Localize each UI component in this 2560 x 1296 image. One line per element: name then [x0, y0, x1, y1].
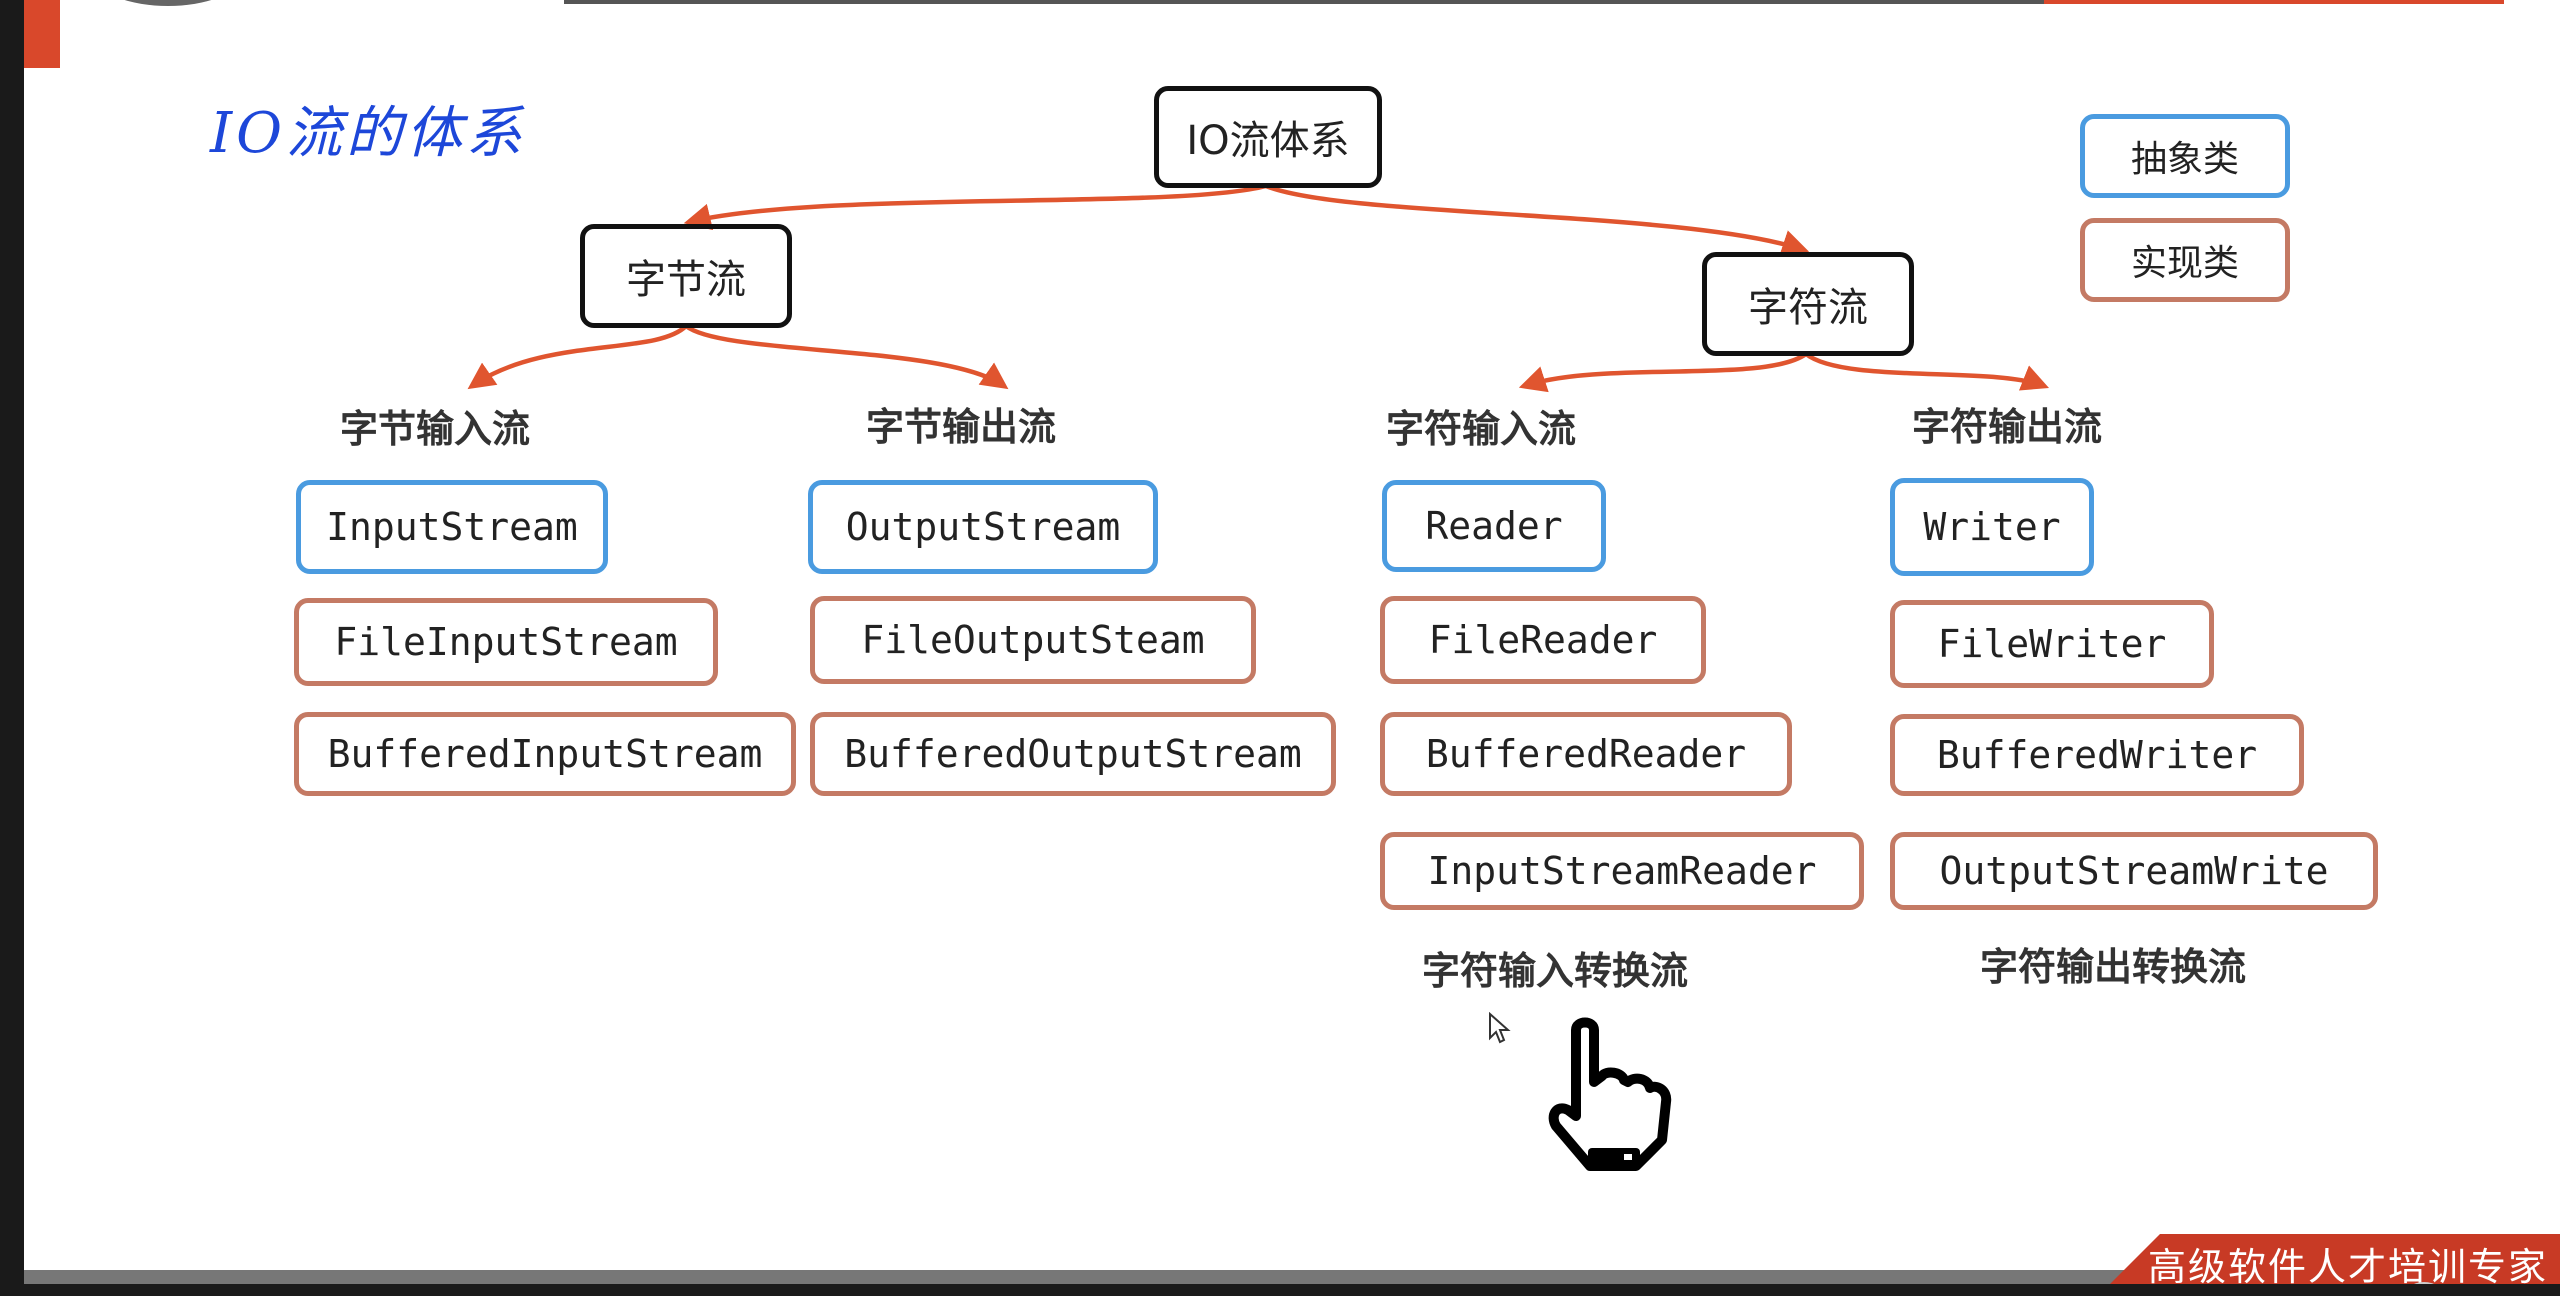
corner-accent: [24, 0, 60, 68]
page-title: IO流的体系: [210, 101, 527, 166]
footer-banner: [2100, 1234, 2560, 1284]
edge-char-output: [1804, 352, 2050, 391]
top-rule-accent: [2044, 0, 2504, 4]
mouse-pointer-icon: [1489, 1012, 1511, 1044]
category-char-input: 字符输入流: [1386, 407, 1577, 451]
legend-abstract: 抽象类: [2080, 114, 2290, 198]
footer-logo: [2404, 1282, 2444, 1284]
class-label: OutputStreamWrite: [1939, 849, 2329, 893]
class-label: InputStreamReader: [1427, 849, 1817, 893]
footer-bar: [24, 1270, 2560, 1284]
class-label: InputStream: [326, 505, 578, 549]
class-outputstreamwrite: OutputStreamWrite: [1890, 832, 2378, 910]
class-reader: Reader: [1382, 480, 1606, 572]
class-label: OutputStream: [845, 505, 1121, 549]
footer-text: 高级软件人才培训专家: [2148, 1245, 2549, 1284]
top-rule: [564, 0, 2504, 4]
class-writer: Writer: [1890, 478, 2094, 576]
edge-root-char: [1265, 183, 1810, 256]
edge-root-byte: [683, 183, 1267, 231]
class-bufferedinputstream: BufferedInputStream: [294, 712, 796, 796]
class-label: FileReader: [1428, 618, 1658, 662]
class-fileoutputsteam: FileOutputSteam: [810, 596, 1256, 684]
class-label: BufferedReader: [1425, 732, 1747, 776]
logo-fragment: [98, 0, 238, 6]
category-byte-input: 字节输入流: [340, 407, 531, 451]
class-label: FileOutputSteam: [861, 618, 1205, 662]
class-label: Writer: [1923, 505, 2061, 549]
class-filereader: FileReader: [1380, 596, 1706, 684]
class-outputstream: OutputStream: [808, 480, 1158, 574]
class-inputstream: InputStream: [296, 480, 608, 574]
edge-byte-output: [684, 324, 1009, 390]
char-stream-label: 字符流: [1748, 285, 1868, 331]
class-inputstreamreader: InputStreamReader: [1380, 832, 1864, 910]
root-label: IO流体系: [1186, 118, 1350, 164]
conversion-output-label: 字符输出转换流: [1980, 945, 2247, 989]
hand-pointer-icon: [1548, 1017, 1672, 1171]
legend-abstract-label: 抽象类: [2130, 139, 2239, 180]
edge-byte-input: [467, 324, 688, 390]
class-label: BufferedWriter: [1936, 733, 2258, 777]
class-label: BufferedInputStream: [327, 732, 763, 776]
legend-impl-label: 实现类: [2130, 243, 2239, 284]
category-byte-output: 字节输出流: [866, 405, 1057, 449]
class-bufferedreader: BufferedReader: [1380, 712, 1792, 796]
tree-edges: [467, 183, 2050, 393]
class-bufferedwriter: BufferedWriter: [1890, 714, 2304, 796]
class-label: BufferedOutputStream: [844, 732, 1302, 776]
class-label: Reader: [1425, 504, 1563, 548]
class-fileinputstream: FileInputStream: [294, 598, 718, 686]
class-filewriter: FileWriter: [1890, 600, 2214, 688]
byte-stream-node: 字节流: [580, 224, 792, 328]
char-stream-node: 字符流: [1702, 252, 1914, 356]
root-node: IO流体系: [1154, 86, 1382, 188]
byte-stream-label: 字节流: [626, 257, 746, 303]
conversion-input-label: 字符输入转换流: [1422, 949, 1689, 993]
class-label: FileInputStream: [334, 620, 678, 664]
legend-impl: 实现类: [2080, 218, 2290, 302]
class-bufferedoutputstream: BufferedOutputStream: [810, 712, 1336, 796]
class-label: FileWriter: [1937, 622, 2167, 666]
edge-char-input: [1518, 352, 1808, 393]
category-char-output: 字符输出流: [1912, 405, 2103, 449]
slide: IO流的体系 IO流体系 字节流 字符流 抽象类 实现类 字节输入流 字节输出流…: [24, 0, 2560, 1284]
